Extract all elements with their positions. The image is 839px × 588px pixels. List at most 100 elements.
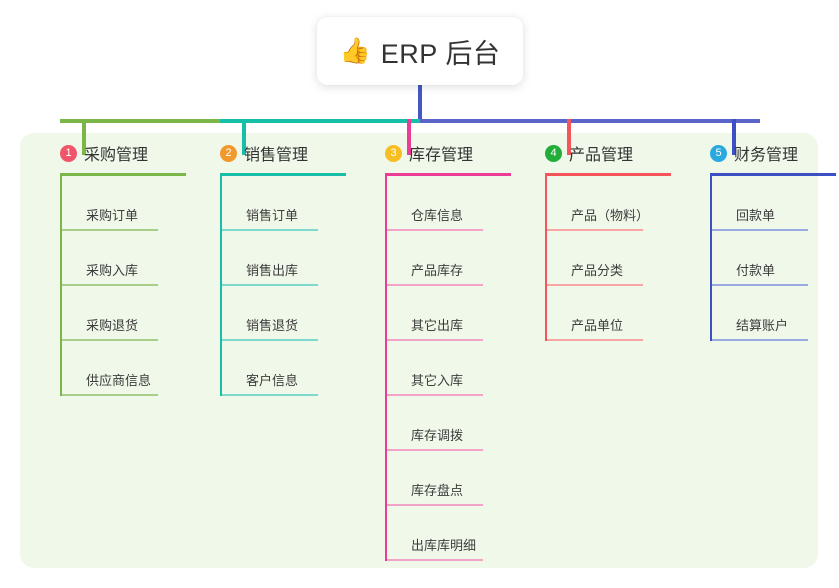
leaf-item[interactable]: 供应商信息	[62, 341, 202, 396]
leaf-item[interactable]: 产品分类	[547, 231, 687, 286]
column-title-3: 库存管理	[409, 147, 474, 164]
leaf-item-label: 销售订单	[246, 208, 299, 223]
leaf-item-underline	[547, 229, 643, 231]
root-node-label: ERP 后台	[380, 38, 501, 69]
leaf-item-label: 供应商信息	[86, 373, 152, 388]
leaf-item[interactable]: 库存调拨	[387, 396, 527, 451]
leaf-item-label: 销售出库	[246, 263, 299, 278]
leaf-item-label: 采购订单	[86, 208, 139, 223]
column-spine-4	[545, 176, 547, 341]
column-5: 5 财务管理回款单付款单结算账户	[692, 133, 839, 341]
drop-connector-2	[242, 119, 246, 155]
column-badge-4: 4	[545, 144, 562, 162]
leaf-item-underline	[222, 339, 318, 341]
bus-segment-green	[60, 119, 220, 123]
drop-connector-4	[567, 119, 571, 155]
column-items-3: 仓库信息产品库存其它出库其它入库库存调拨库存盘点出库库明细	[385, 176, 527, 561]
leaf-item-label: 其它入库	[411, 373, 464, 388]
column-3: 3 库存管理仓库信息产品库存其它出库其它入库库存调拨库存盘点出库库明细	[367, 133, 527, 561]
drop-connector-3	[407, 119, 411, 155]
column-header-1[interactable]: 1 采购管理	[42, 133, 202, 173]
leaf-item-underline	[387, 559, 483, 561]
leaf-item[interactable]: 产品库存	[387, 231, 527, 286]
leaf-item-underline	[387, 449, 483, 451]
column-spine-1	[60, 176, 62, 396]
leaf-item-underline	[222, 229, 318, 231]
leaf-item-underline	[62, 339, 158, 341]
leaf-item[interactable]: 采购退货	[62, 286, 202, 341]
column-spine-5	[710, 176, 712, 341]
leaf-item-underline	[222, 394, 318, 396]
leaf-item-underline	[712, 339, 808, 341]
column-header-2[interactable]: 2 销售管理	[202, 133, 362, 173]
leaf-item-label: 产品库存	[411, 263, 464, 278]
drop-connector-5	[732, 119, 736, 155]
leaf-item[interactable]: 销售退货	[222, 286, 362, 341]
bus-segment-blue	[420, 119, 760, 123]
leaf-item[interactable]: 其它出库	[387, 286, 527, 341]
column-header-4[interactable]: 4 产品管理	[527, 133, 687, 173]
leaf-item-label: 产品分类	[571, 263, 624, 278]
leaf-item[interactable]: 采购订单	[62, 176, 202, 231]
leaf-item-underline	[547, 284, 643, 286]
leaf-item-label: 采购入库	[86, 263, 139, 278]
column-underline-3	[385, 173, 511, 176]
leaf-item-label: 付款单	[736, 263, 776, 278]
leaf-item-label: 其它出库	[411, 318, 464, 333]
column-header-5[interactable]: 5 财务管理	[692, 133, 839, 173]
leaf-item[interactable]: 仓库信息	[387, 176, 527, 231]
column-underline-5	[710, 173, 836, 176]
column-header-3[interactable]: 3 库存管理	[367, 133, 527, 173]
leaf-item[interactable]: 付款单	[712, 231, 839, 286]
leaf-item[interactable]: 库存盘点	[387, 451, 527, 506]
leaf-item-underline	[387, 394, 483, 396]
column-title-1: 采购管理	[84, 147, 149, 164]
leaf-item[interactable]: 采购入库	[62, 231, 202, 286]
leaf-item-underline	[62, 284, 158, 286]
column-1: 1 采购管理采购订单采购入库采购退货供应商信息	[42, 133, 202, 396]
leaf-item-label: 回款单	[736, 208, 776, 223]
column-items-2: 销售订单销售出库销售退货客户信息	[220, 176, 362, 396]
column-title-5: 财务管理	[734, 147, 799, 164]
column-badge-1: 1	[60, 144, 77, 162]
column-items-1: 采购订单采购入库采购退货供应商信息	[60, 176, 202, 396]
column-4: 4 产品管理产品（物料） 产品分类产品单位	[527, 133, 687, 341]
leaf-item-underline	[387, 504, 483, 506]
leaf-item[interactable]: 回款单	[712, 176, 839, 231]
mindmap-panel	[20, 133, 818, 568]
leaf-item[interactable]: 产品（物料）	[547, 176, 687, 231]
root-node[interactable]: 👍 ERP 后台	[317, 17, 523, 85]
column-spine-2	[220, 176, 222, 396]
leaf-item-label: 仓库信息	[411, 208, 464, 223]
leaf-item-label: 库存调拨	[411, 428, 464, 443]
column-items-4: 产品（物料） 产品分类产品单位	[545, 176, 687, 341]
leaf-item-label: 客户信息	[246, 373, 299, 388]
column-badge-3: 3	[385, 144, 402, 162]
column-badge-5: 5	[710, 144, 727, 162]
leaf-item-underline	[222, 284, 318, 286]
thumbs-up-icon: 👍	[339, 36, 371, 65]
leaf-item-label: 出库库明细	[411, 538, 477, 553]
leaf-item[interactable]: 产品单位	[547, 286, 687, 341]
leaf-item-underline	[387, 229, 483, 231]
column-2: 2 销售管理销售订单销售出库销售退货客户信息	[202, 133, 362, 396]
bus-segment-teal	[220, 119, 420, 123]
column-title-4: 产品管理	[569, 147, 634, 164]
column-underline-4	[545, 173, 671, 176]
leaf-item-label: 产品（物料）	[571, 208, 650, 223]
drop-connector-1	[82, 119, 86, 155]
leaf-item[interactable]: 出库库明细	[387, 506, 527, 561]
leaf-item-underline	[712, 229, 808, 231]
leaf-item-underline	[387, 339, 483, 341]
column-underline-1	[60, 173, 186, 176]
leaf-item[interactable]: 其它入库	[387, 341, 527, 396]
leaf-item[interactable]: 销售出库	[222, 231, 362, 286]
column-badge-2: 2	[220, 144, 237, 162]
leaf-item[interactable]: 客户信息	[222, 341, 362, 396]
leaf-item[interactable]: 销售订单	[222, 176, 362, 231]
column-items-5: 回款单付款单结算账户	[710, 176, 839, 341]
leaf-item[interactable]: 结算账户	[712, 286, 839, 341]
leaf-item-underline	[62, 229, 158, 231]
column-title-2: 销售管理	[244, 147, 309, 164]
leaf-item-underline	[387, 284, 483, 286]
